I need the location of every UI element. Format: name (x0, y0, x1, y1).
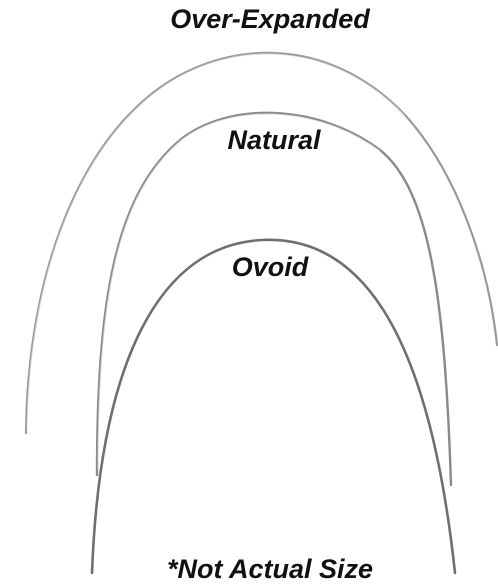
over-expanded-archwire (26, 53, 497, 433)
ovoid-label: Ovoid (232, 254, 309, 281)
over-expanded-archwire-highlight (27, 54, 405, 430)
ovoid-archwire (92, 240, 455, 573)
natural-archwire-highlight (98, 114, 380, 470)
not-actual-size-note: *Not Actual Size (167, 556, 373, 583)
natural-archwire (97, 113, 451, 485)
over-expanded-label: Over-Expanded (170, 6, 370, 33)
natural-label: Natural (227, 127, 320, 154)
